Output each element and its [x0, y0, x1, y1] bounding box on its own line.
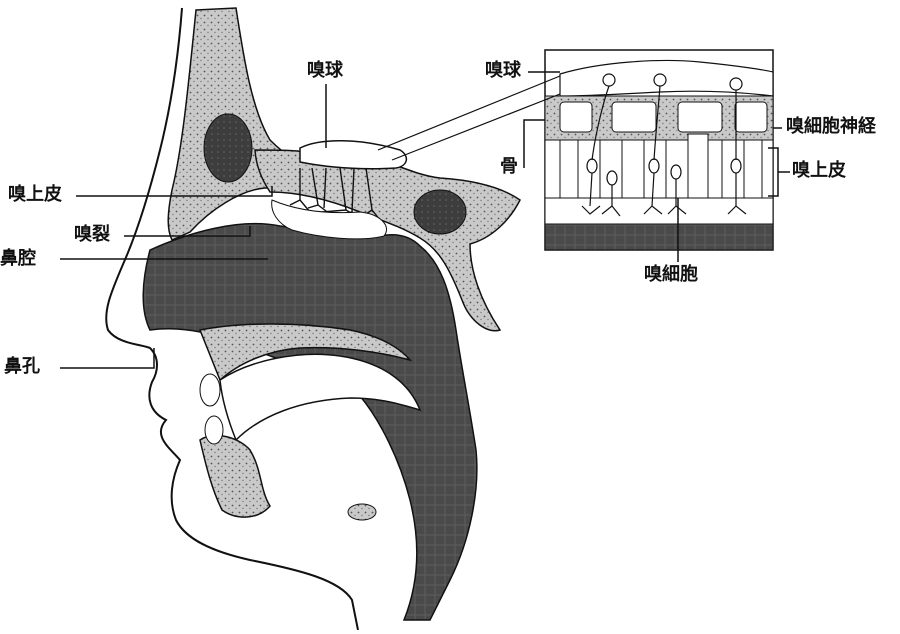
tooth-lower [205, 416, 223, 444]
label-olfactory-nerve: 嗅細胞神経 [786, 118, 876, 136]
inset-mucosa-bottom [545, 224, 773, 250]
label-olfactory-epithelium: 嗅上皮 [8, 186, 62, 204]
label-inset-olfactory-bulb: 嗅球 [485, 62, 521, 80]
label-bone: 骨 [500, 158, 518, 176]
hyoid-bone [348, 504, 376, 520]
inset-connector-lines [378, 76, 560, 160]
sphenoid-sinus [414, 190, 466, 234]
mandible [200, 435, 270, 517]
label-olfactory-cell: 嗅細胞 [644, 266, 698, 284]
label-inset-olfactory-epithelium: 嗅上皮 [792, 162, 846, 180]
tooth-upper [200, 374, 220, 406]
nasal-cavity-area [143, 224, 477, 620]
label-olfactory-bulb: 嗅球 [307, 62, 343, 80]
inset-magnified-epithelium [545, 50, 773, 250]
label-olfactory-cleft: 嗅裂 [74, 226, 110, 244]
label-nostril: 鼻孔 [4, 358, 40, 376]
label-nasal-cavity: 鼻腔 [0, 250, 36, 268]
frontal-sinus [204, 114, 252, 182]
inset-olfactory-cell-column [688, 134, 708, 198]
frontal-bone [168, 8, 335, 240]
